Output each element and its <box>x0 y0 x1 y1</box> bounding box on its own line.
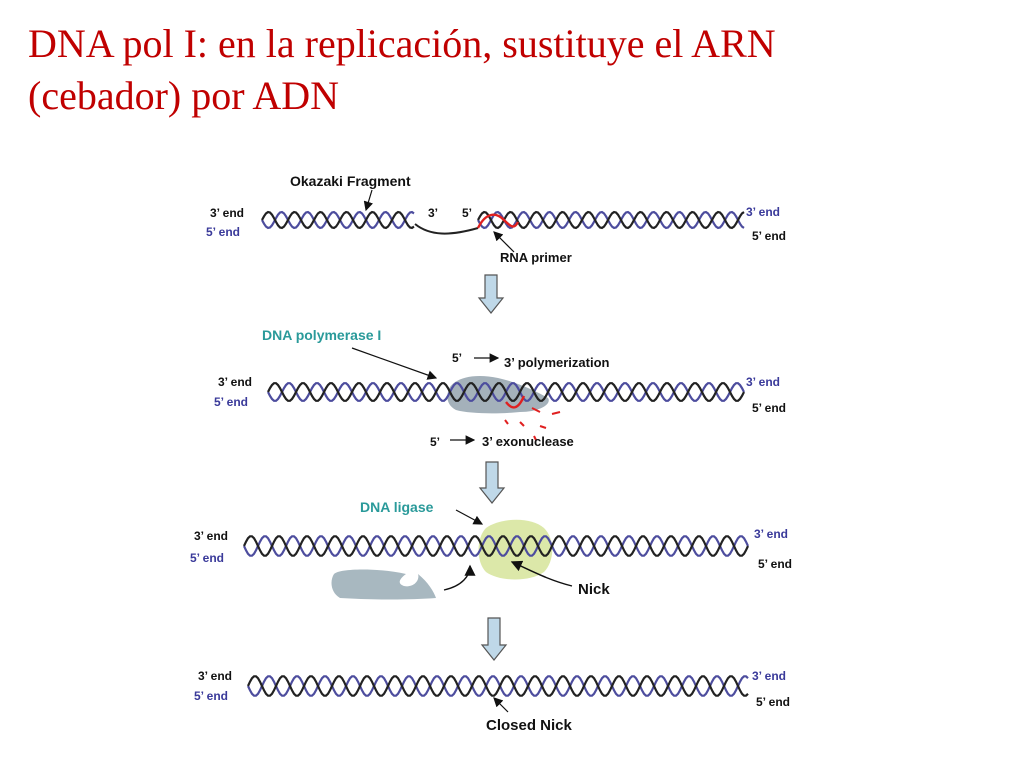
ligase-enzyme-shape <box>478 519 553 580</box>
p2-left-3-end: 3’ end <box>218 375 252 389</box>
released-polymerase-shape <box>331 569 436 600</box>
p3-left-3-end: 3’ end <box>194 529 228 543</box>
strand-dark <box>247 675 749 697</box>
p3-right-3-end: 3’ end <box>754 527 788 541</box>
panel-3-ligase: DNA ligase 3’ end 5’ end 3’ end 5’ end N… <box>190 499 792 600</box>
p1-helix-right <box>477 210 745 230</box>
fragment <box>533 435 537 441</box>
strand-dark <box>261 210 415 230</box>
p1-helix-left <box>261 210 415 230</box>
fragment <box>504 419 509 425</box>
p2-right-5-end: 5’ end <box>752 401 786 415</box>
p4-left-5-end: 5’ end <box>194 689 228 703</box>
gap-3-prime: 3’ <box>428 206 438 220</box>
step-arrow-3 <box>480 617 508 661</box>
excised-primer-fragments <box>504 407 561 441</box>
okazaki-pointer-arrow <box>363 189 374 212</box>
strand-dark <box>477 210 745 230</box>
ligase-pointer-arrow <box>455 509 484 525</box>
step-arrow-2 <box>478 461 506 504</box>
okazaki-fragment-label: Okazaki Fragment <box>290 173 411 189</box>
fragment <box>539 425 547 429</box>
panel-4-closed: 3’ end 5’ end 3’ end 5’ end Closed Nick <box>194 669 790 734</box>
rna-primer-pointer-arrow <box>493 231 515 253</box>
slide-title-line-1: DNA pol I: en la replicación, sustituye … <box>28 21 776 66</box>
p1-right-3-end: 3’ end <box>746 205 780 219</box>
fragment <box>531 407 541 413</box>
panel-2-polymerase: DNA polymerase I 5’ 3’ polymerization 3’… <box>214 327 786 449</box>
polym-5-prime: 5’ <box>452 351 462 365</box>
p4-left-3-end: 3’ end <box>198 669 232 683</box>
p4-helix <box>247 675 749 697</box>
slide-title-line-2: (cebador) por ADN <box>28 73 339 118</box>
polymerase-pointer-arrow <box>351 347 438 380</box>
p4-right-3-end: 3’ end <box>752 669 786 683</box>
nick-pointer-arrow <box>510 560 573 587</box>
p3-right-5-end: 5’ end <box>758 557 792 571</box>
strand-dark <box>243 535 749 557</box>
p4-right-5-end: 5’ end <box>756 695 790 709</box>
p1-left-5-end: 5’ end <box>206 225 240 239</box>
p3-helix <box>243 535 749 557</box>
strand-blue <box>261 210 415 230</box>
gap-5-prime: 5’ <box>462 206 472 220</box>
panel-1-okazaki: Okazaki Fragment 3’ end 5’ end 3’ 5’ 3’ … <box>206 173 786 265</box>
p2-helix <box>267 382 745 402</box>
strand-dark <box>267 382 745 402</box>
rna-primer-label: RNA primer <box>500 250 572 265</box>
okazaki-gap-strand <box>414 223 479 235</box>
p1-left-3-end: 3’ end <box>210 206 244 220</box>
release-curved-arrow <box>443 564 476 591</box>
fragment <box>519 421 525 427</box>
p2-left-5-end: 5’ end <box>214 395 248 409</box>
slide-title: DNA pol I: en la replicación, sustituye … <box>28 18 998 122</box>
rna-primer-segment <box>476 213 520 229</box>
dna-polymerase-i-label: DNA polymerase I <box>262 327 381 343</box>
strand-blue <box>477 210 745 230</box>
fragment <box>551 411 561 415</box>
p2-right-3-end: 3’ end <box>746 375 780 389</box>
closed-nick-pointer-arrow <box>493 697 509 713</box>
exo-5-prime: 5’ <box>430 435 440 449</box>
step-arrow-1 <box>477 274 505 314</box>
p1-right-5-end: 5’ end <box>752 229 786 243</box>
nick-label: Nick <box>578 581 610 598</box>
p2-remaining-primer <box>505 395 526 409</box>
dna-ligase-label: DNA ligase <box>360 499 434 515</box>
polymerase-enzyme-shape <box>447 375 549 414</box>
exonuclease-label: 3’ exonuclease <box>482 434 574 449</box>
strand-blue <box>247 675 749 697</box>
p3-left-5-end: 5’ end <box>190 551 224 565</box>
closed-nick-label: Closed Nick <box>486 717 573 734</box>
polymerization-label: 3’ polymerization <box>504 355 610 370</box>
